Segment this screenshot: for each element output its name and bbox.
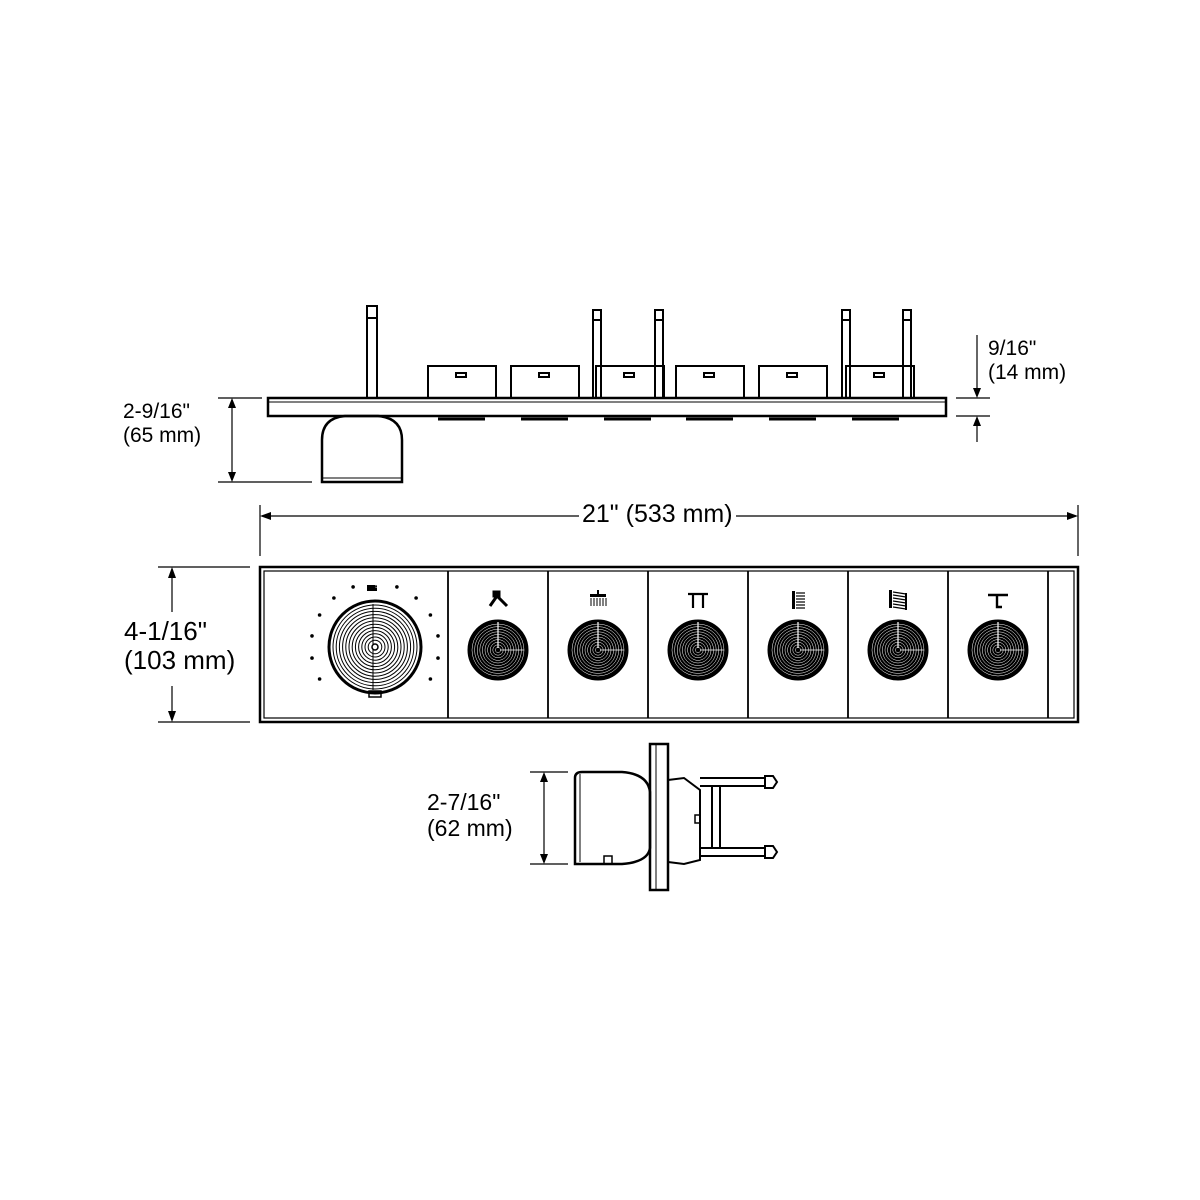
scale-dot	[395, 585, 399, 589]
scale-dot	[317, 677, 322, 681]
outlet-knob	[667, 619, 729, 681]
scale-dot	[317, 613, 322, 617]
scale-dot	[310, 634, 314, 638]
overall-height-dimension-label: 4-1/16" (103 mm)	[124, 616, 236, 676]
tub-spout-icon	[688, 592, 708, 608]
body-spray-pair-icon	[889, 590, 907, 610]
scale-dot	[332, 596, 336, 600]
panel-dividers	[447, 571, 1049, 718]
scale-dot	[414, 596, 418, 600]
side-depth-metric: (65 mm)	[123, 423, 202, 447]
handshower-icon	[488, 590, 509, 608]
valve-stems-end	[700, 775, 779, 859]
tub-filler-icon	[988, 593, 1008, 609]
side-view	[218, 305, 990, 484]
overall-height-imperial: 4-1/16"	[124, 616, 207, 646]
body-spray-icon	[792, 591, 805, 609]
outlet-knob	[467, 619, 529, 681]
side-depth-dimension-line	[218, 397, 312, 483]
end-depth-dimension-label: 2-7/16" (62 mm)	[427, 789, 513, 842]
front-view: 57	[258, 565, 1080, 724]
side-depth-imperial: 2-9/16"	[123, 400, 190, 423]
trim-thickness-imperial: 9/16"	[988, 337, 1037, 360]
outlet-knob	[767, 619, 829, 681]
scale-dot	[436, 634, 440, 638]
thermostat-body-side	[320, 414, 404, 484]
trim-thickness-dimension-line	[956, 335, 990, 442]
valve-stems-side	[366, 305, 912, 398]
scale-dot	[310, 656, 314, 660]
scale-dot	[351, 585, 355, 589]
thermostat-body-end	[573, 770, 652, 866]
outlet-knob	[967, 619, 1029, 681]
trim-plate-end	[648, 742, 670, 892]
overall-height-metric: (103 mm)	[124, 645, 236, 676]
valve-bodies-side	[427, 365, 915, 399]
trim-thickness-dimension-label: 9/16" (14 mm)	[988, 337, 1066, 384]
scale-dot	[436, 656, 440, 660]
overall-width-dimension-label: 21" (533 mm)	[579, 500, 736, 528]
outlet-knob	[567, 619, 629, 681]
trim-plate-front	[258, 565, 1080, 724]
thermostat-dial: 57	[310, 584, 440, 698]
scale-dot	[428, 677, 433, 681]
rainhead-icon	[590, 590, 607, 606]
height-dimension-line	[158, 566, 250, 723]
end-depth-imperial: 2-7/16"	[427, 789, 501, 815]
outlet-knob	[867, 619, 929, 681]
dial-center-marking: 57	[375, 584, 381, 590]
end-depth-metric: (62 mm)	[427, 814, 513, 841]
side-depth-dimension-label: 2-9/16" (65 mm)	[123, 400, 201, 447]
trim-plate-side	[266, 396, 948, 418]
end-depth-dimension-line	[530, 771, 568, 865]
temperature-scale-dots	[310, 585, 440, 681]
end-view	[530, 742, 779, 892]
scale-dot	[428, 613, 433, 617]
outlet-knobs	[467, 619, 1029, 681]
trim-thickness-metric: (14 mm)	[988, 360, 1067, 384]
